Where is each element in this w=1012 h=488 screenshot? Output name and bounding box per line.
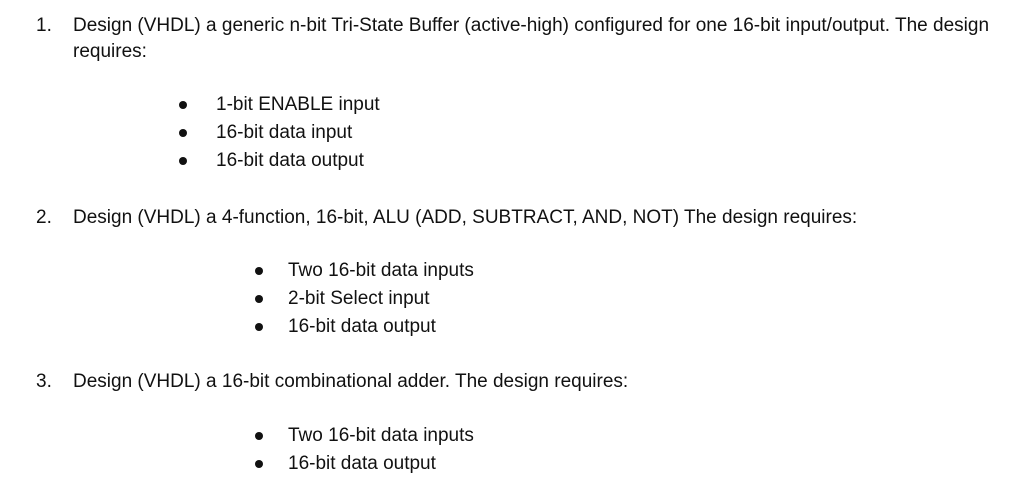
list-item-text: 16-bit data input	[216, 122, 353, 143]
list-item-text: 16-bit data output	[216, 150, 364, 171]
question-text: Design (VHDL) a generic n-bit Tri-State …	[73, 15, 990, 62]
bullet-icon	[255, 323, 263, 331]
list-item-text: 16-bit data output	[288, 453, 436, 474]
bullet-icon	[179, 157, 187, 165]
question-number: 1.	[36, 15, 52, 36]
question-text: Design (VHDL) a 4-function, 16-bit, ALU …	[73, 207, 858, 228]
list-item-text: Two 16-bit data inputs	[288, 425, 474, 446]
list-item-text: 2-bit Select input	[288, 288, 430, 309]
list-item-text: 1-bit ENABLE input	[216, 94, 380, 115]
bullet-icon	[179, 101, 187, 109]
bullet-icon	[255, 432, 263, 440]
bullet-icon	[255, 295, 263, 303]
question-text: Design (VHDL) a 16-bit combinational add…	[73, 371, 629, 392]
bullet-icon	[255, 460, 263, 468]
bullet-icon	[179, 129, 187, 137]
question-number: 2.	[36, 207, 52, 228]
list-item-text: Two 16-bit data inputs	[288, 260, 474, 281]
bullet-icon	[255, 267, 263, 275]
list-item-text: 16-bit data output	[288, 316, 436, 337]
question-number: 3.	[36, 371, 52, 392]
